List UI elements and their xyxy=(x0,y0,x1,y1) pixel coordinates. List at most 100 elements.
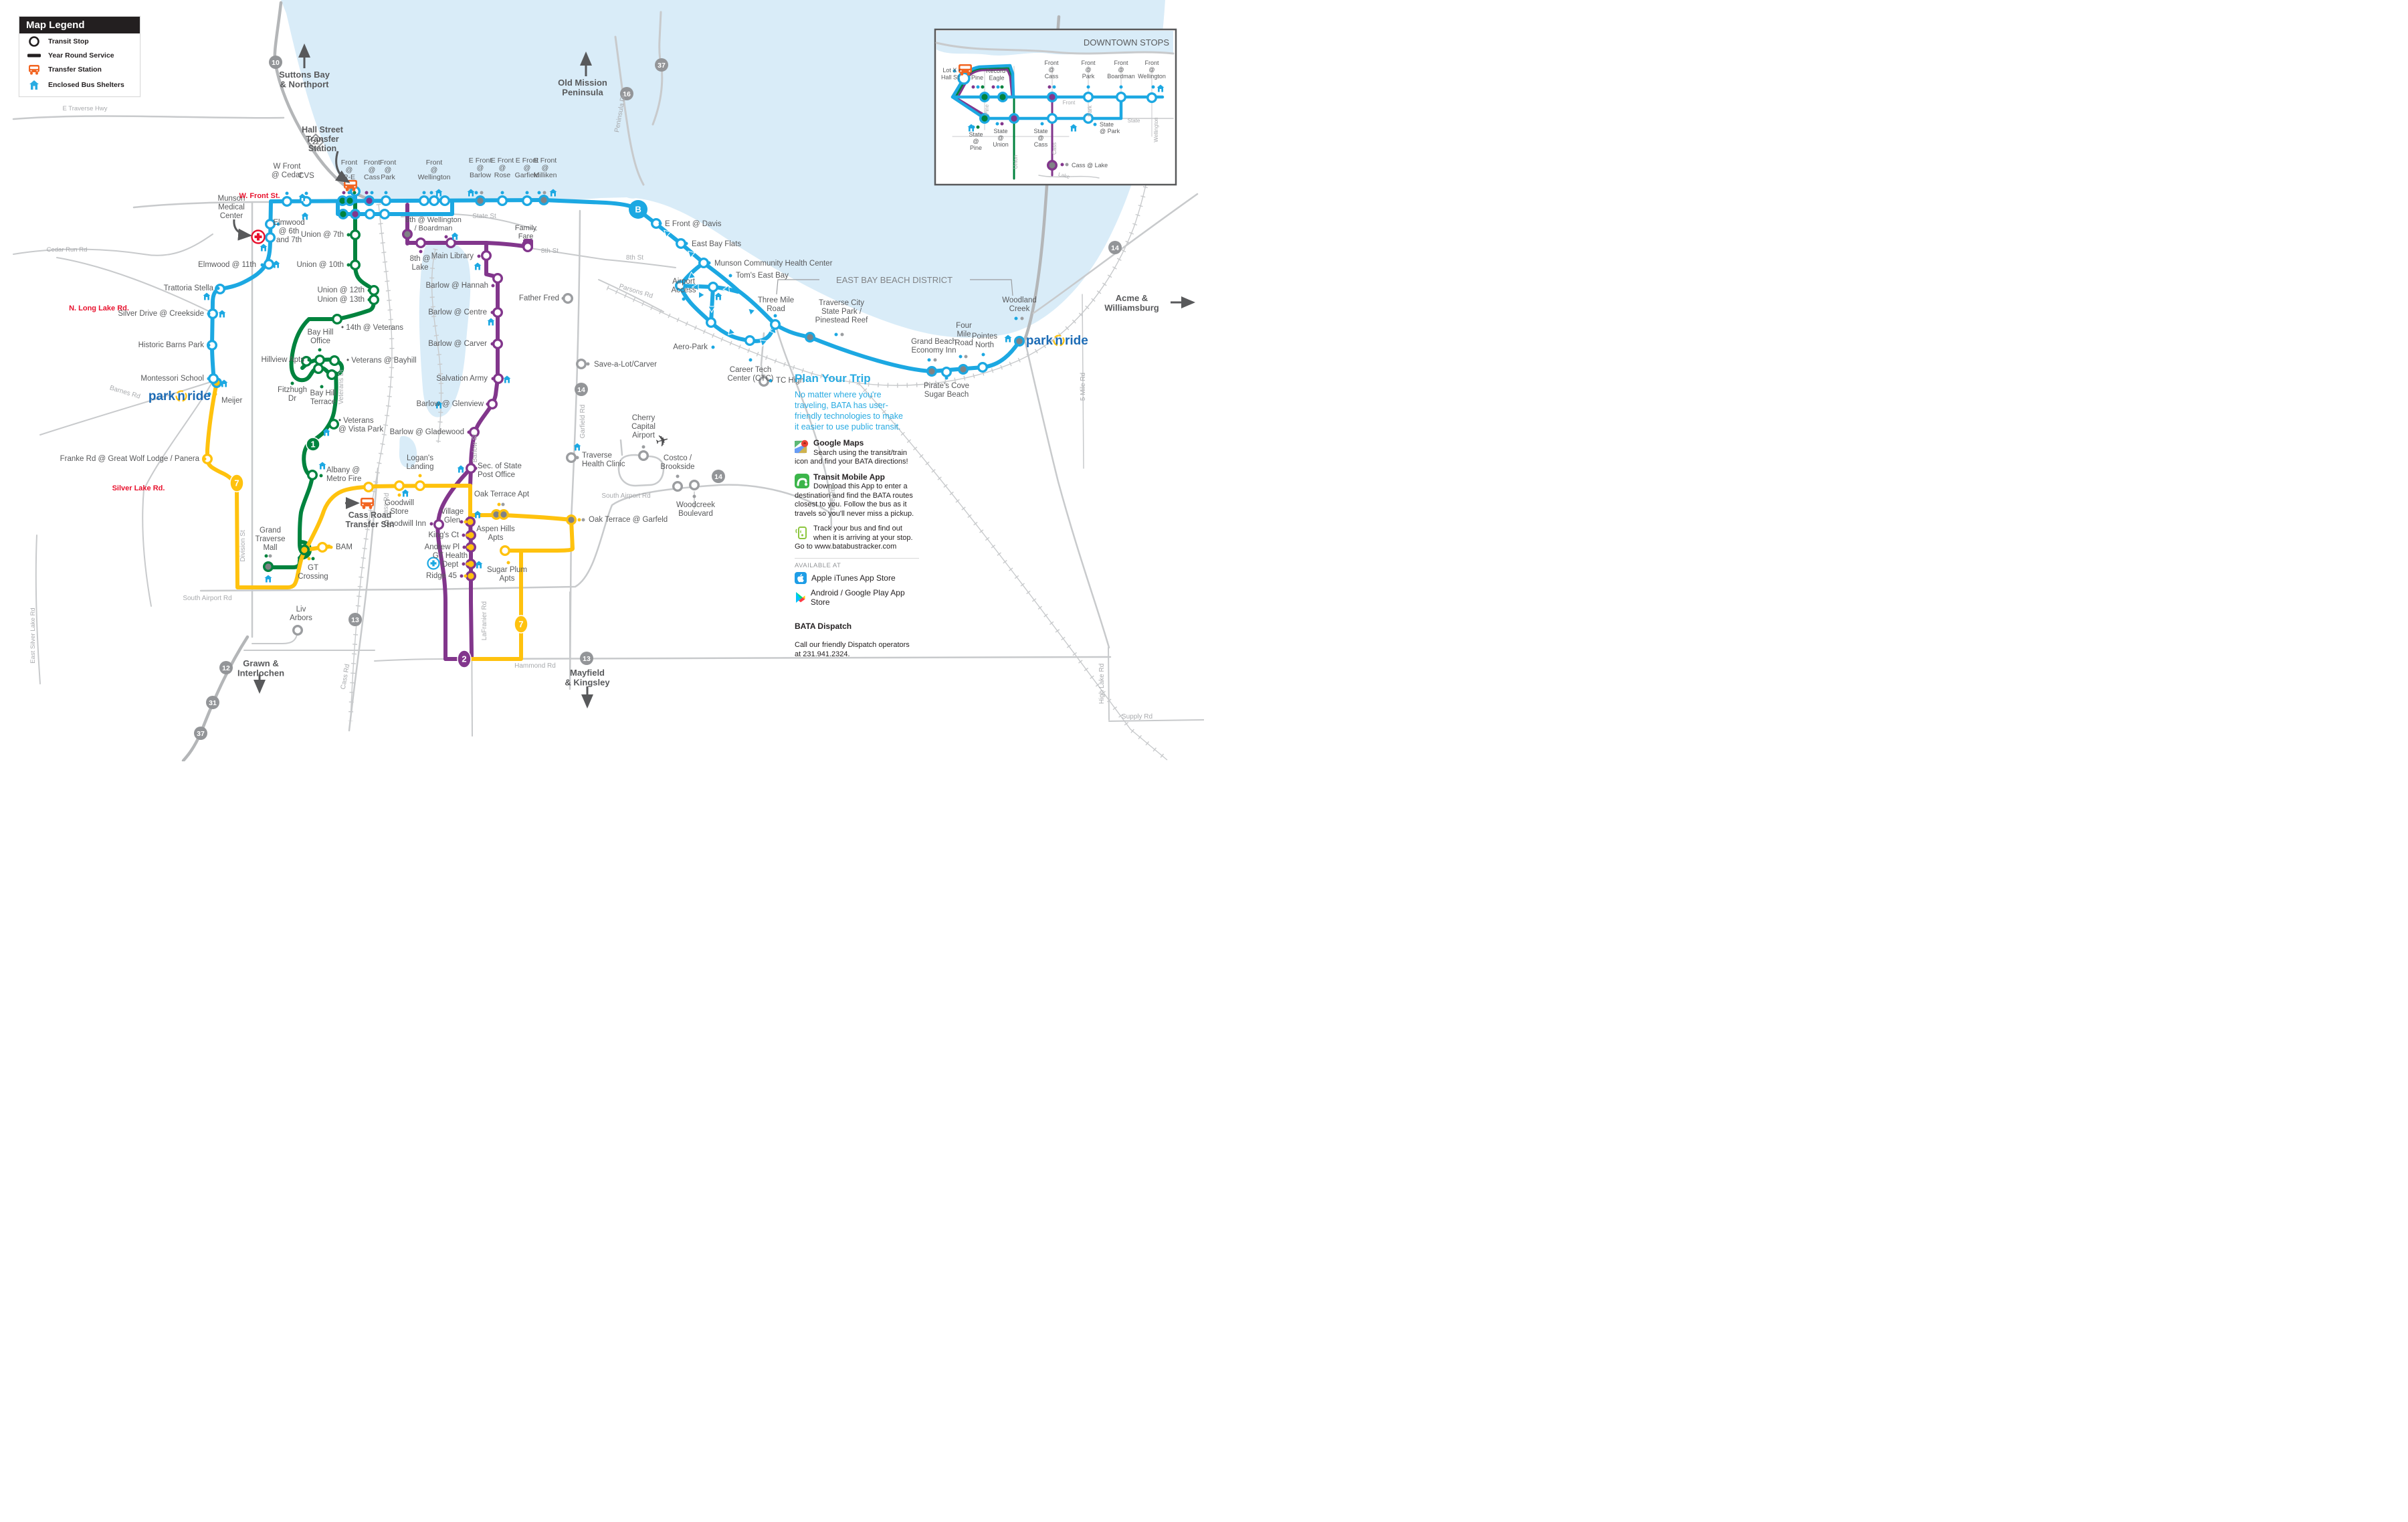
railroad xyxy=(858,382,1168,761)
transit-app-title: Transit Mobile App xyxy=(813,472,885,482)
transit-stop xyxy=(926,366,937,377)
stop-dot xyxy=(684,242,688,246)
stop-dot xyxy=(384,191,388,195)
bus-shelter-icon xyxy=(272,260,280,268)
stop-dot xyxy=(419,250,423,254)
transit-stop xyxy=(381,195,392,207)
dot-layer xyxy=(203,191,1024,578)
store-apple: Apple iTunes App Store xyxy=(795,571,919,584)
route-terminal: 2 xyxy=(457,650,472,668)
transit-stop xyxy=(307,470,318,481)
stop-dot xyxy=(641,445,645,449)
legend-row-year-round: Year Round Service xyxy=(19,50,140,62)
road xyxy=(12,115,285,120)
stop-dot xyxy=(466,545,470,549)
transit-stop xyxy=(566,452,577,464)
map-label: East Bay Flats xyxy=(692,240,741,248)
transit-stop xyxy=(429,195,440,207)
stop-dot xyxy=(460,574,464,578)
route-shield: 14 xyxy=(575,383,588,396)
svg-text:ride: ride xyxy=(1065,334,1088,348)
svg-text:14: 14 xyxy=(714,473,722,481)
stop-dot xyxy=(285,191,289,195)
map-label: Record-Eagle xyxy=(986,68,1007,82)
route-yellow-division xyxy=(205,381,307,589)
transit-stop xyxy=(299,545,310,556)
google-maps-body: Search using the transit/train icon and … xyxy=(795,448,908,466)
svg-text:n: n xyxy=(1055,334,1063,348)
map-label: Munson Community Health Center xyxy=(714,260,833,268)
map-label: 8th @ Wellington/ Boardman xyxy=(405,216,462,233)
stop-dot xyxy=(207,312,211,316)
svg-text:✈: ✈ xyxy=(654,431,671,452)
transit-stop xyxy=(638,450,649,462)
stop-dot xyxy=(480,191,484,195)
apple-app-store-icon xyxy=(795,571,807,584)
transit-app-icon xyxy=(795,473,809,488)
street-label: Garfield Rd xyxy=(579,405,587,439)
transit-stop xyxy=(497,195,508,207)
bata-dispatch: BATA Dispatch Call our friendly Dispatch… xyxy=(795,613,919,660)
stop-dot xyxy=(444,235,448,239)
transit-stop xyxy=(465,516,476,528)
transit-stop xyxy=(365,209,376,220)
dispatch-title: BATA Dispatch xyxy=(795,622,852,631)
one-way-arrow-layer xyxy=(664,229,777,347)
road xyxy=(1032,193,1199,314)
map-label: State@ Park xyxy=(1100,121,1120,134)
map-label: Front@R-E xyxy=(341,159,358,181)
bus-shelter-icon xyxy=(1004,335,1012,343)
map-label: E Front@Milliken xyxy=(533,157,557,179)
one-way-arrow-icon xyxy=(664,229,672,238)
google-play-icon xyxy=(796,591,805,603)
plane-icon: ✈ xyxy=(654,431,671,452)
transit-stop xyxy=(369,294,380,306)
store-apple-label: Apple iTunes App Store xyxy=(811,573,896,583)
stop-dot xyxy=(575,456,579,460)
stop-dot xyxy=(422,191,426,195)
stop-dot xyxy=(462,533,466,537)
map-label: Barlow @ Carver xyxy=(428,340,487,348)
bus-shelter-icon xyxy=(203,292,211,300)
transit-stop xyxy=(566,514,577,526)
transit-stop xyxy=(328,419,340,430)
transit-stop xyxy=(402,229,413,240)
bus-shelter-icon xyxy=(1070,124,1078,132)
stop-dot xyxy=(486,402,490,406)
transit-stop xyxy=(338,209,349,220)
svg-text:1: 1 xyxy=(310,440,315,450)
stop-dot xyxy=(213,392,217,396)
road xyxy=(452,213,537,231)
transfer-station-icon xyxy=(26,64,42,76)
stop-dot xyxy=(311,557,315,561)
route-green-south xyxy=(298,371,338,555)
stop-dot xyxy=(1020,316,1024,320)
route-terminal: 1 xyxy=(306,437,320,452)
svg-text:22: 22 xyxy=(312,139,319,146)
stop-dot xyxy=(319,474,323,478)
map-label: Front@Park xyxy=(380,159,397,181)
transit-stop xyxy=(314,355,326,366)
stop-dot xyxy=(976,85,980,89)
stop-dot xyxy=(692,494,696,498)
svg-text:13: 13 xyxy=(583,655,591,663)
stop-dot xyxy=(927,358,931,362)
route-shield: 37 xyxy=(194,727,207,740)
road xyxy=(617,454,665,487)
transit-stop xyxy=(492,273,504,284)
one-way-arrow-icon xyxy=(688,250,696,259)
transit-stop xyxy=(1046,159,1058,171)
transit-stop xyxy=(415,237,427,249)
svg-text:10: 10 xyxy=(272,59,280,67)
transit-stop xyxy=(498,509,510,520)
road xyxy=(199,484,831,592)
